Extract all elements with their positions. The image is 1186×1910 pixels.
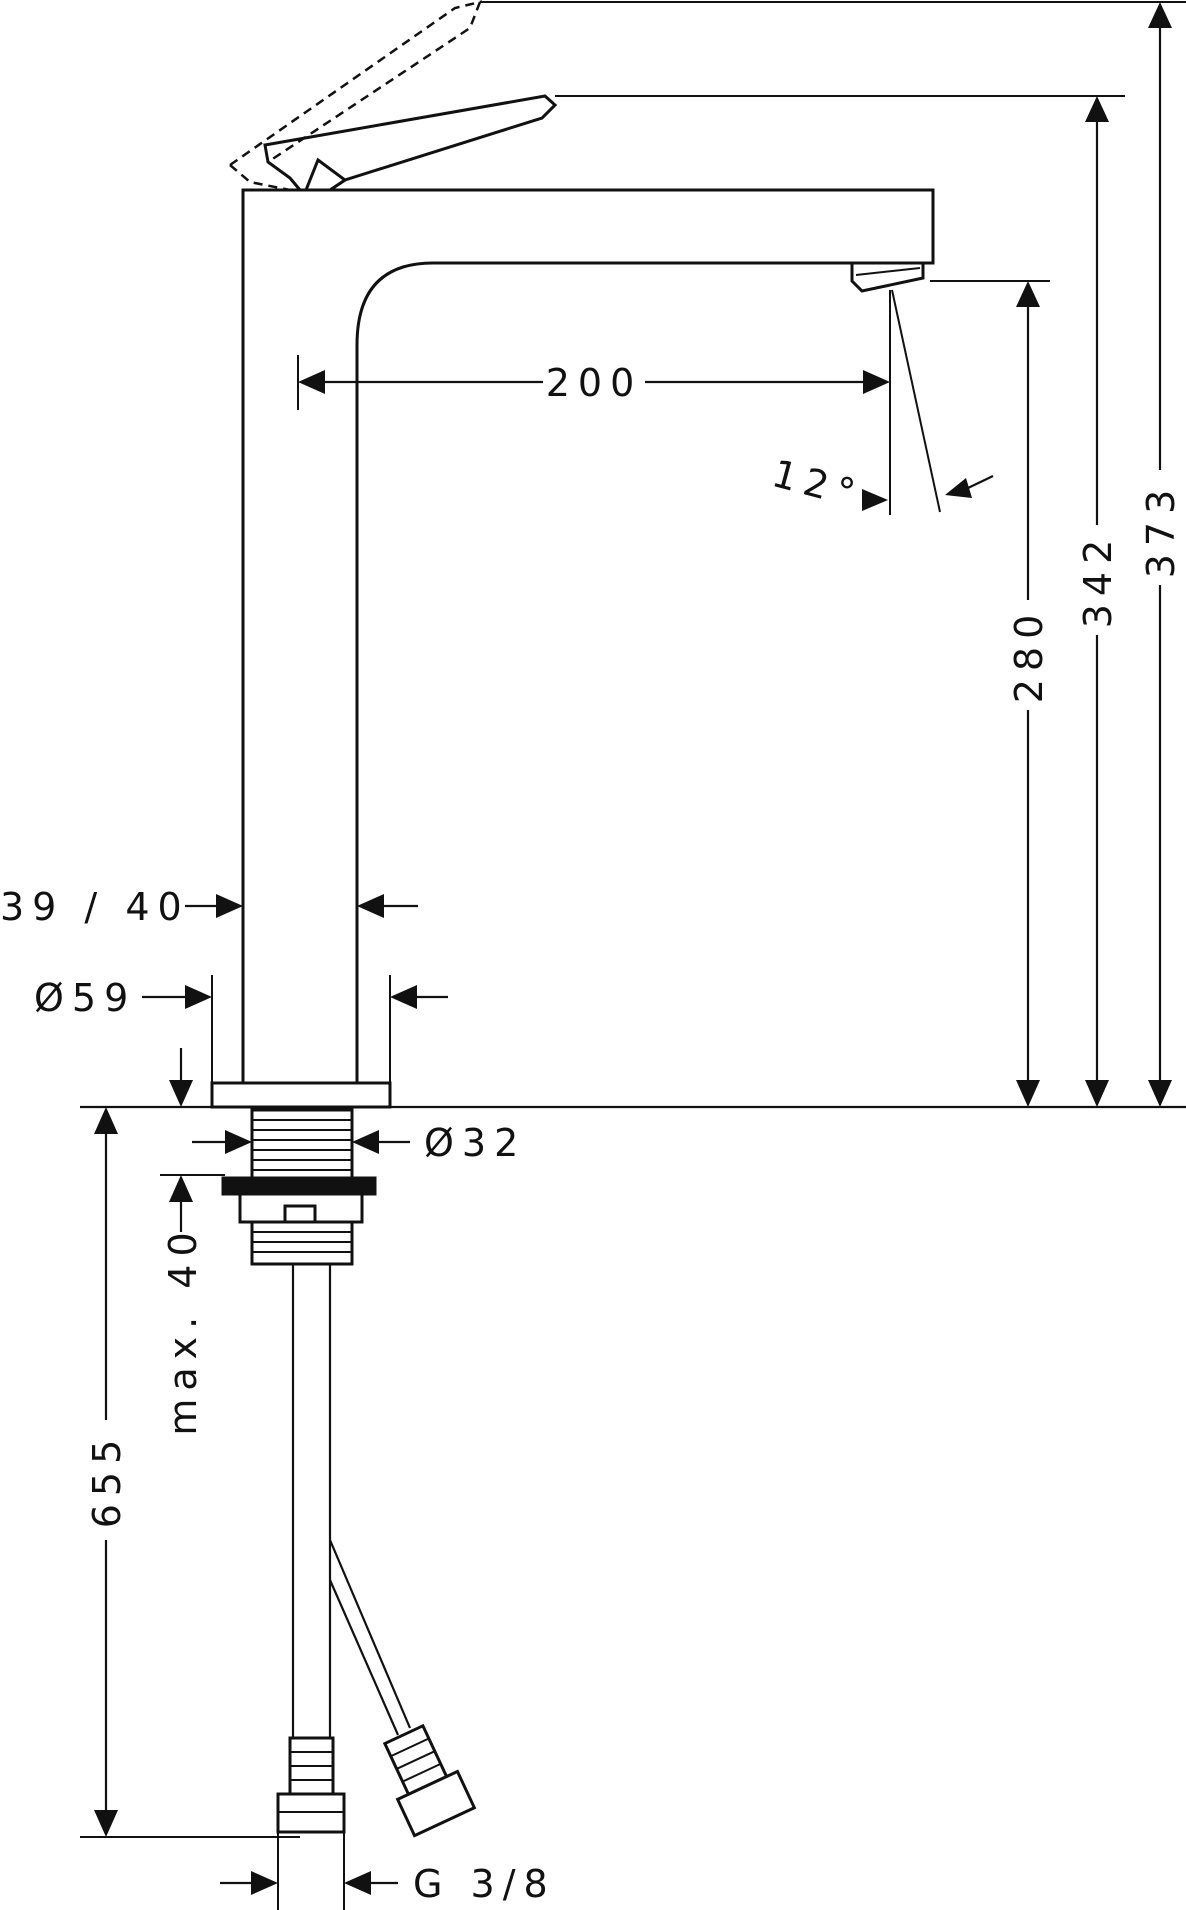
dim-655-label: 655 <box>85 1432 129 1529</box>
washer <box>221 1176 377 1196</box>
faucet-column-and-spout <box>241 188 935 1085</box>
dim-373-label: 373 <box>1139 482 1183 579</box>
base-plate <box>210 1081 392 1109</box>
threaded-shank <box>250 1108 354 1180</box>
dimension-thread: G 3/8 <box>220 1832 556 1910</box>
dimension-12-degree: 12° <box>768 289 994 517</box>
dim-max-deck-label: max. 40 <box>161 1224 205 1435</box>
dimension-280: 280 <box>930 280 1051 1107</box>
dim-280-label: 280 <box>1007 607 1051 704</box>
dim-thread-label: G 3/8 <box>413 1862 556 1906</box>
dim-342-label: 342 <box>1076 532 1120 629</box>
aerator <box>850 261 925 293</box>
dim-shank-diameter-label: Ø32 <box>424 1121 526 1165</box>
dimension-373: 373 <box>480 1 1186 1107</box>
faucet-body <box>210 0 935 1838</box>
lower-thread <box>250 1204 354 1266</box>
dim-12-label: 12° <box>768 451 868 517</box>
dimension-342: 342 <box>555 95 1125 1107</box>
dimension-body-width: 39 / 40 <box>0 885 418 929</box>
dim-body-width-label: 39 / 40 <box>0 885 190 929</box>
dimension-655: 655 <box>80 1107 300 1838</box>
dim-base-diameter-label: Ø59 <box>34 976 136 1020</box>
supply-hoses <box>276 1264 477 1838</box>
angled-hose-nut <box>395 1769 477 1838</box>
dim-200-label: 200 <box>546 361 643 405</box>
dimension-shank-diameter: Ø32 <box>192 1121 526 1165</box>
dimension-max-deck-thickness: max. 40 <box>160 1048 225 1436</box>
dimension-base-diameter: Ø59 <box>34 975 448 1083</box>
dimension-200: 200 <box>297 290 891 515</box>
